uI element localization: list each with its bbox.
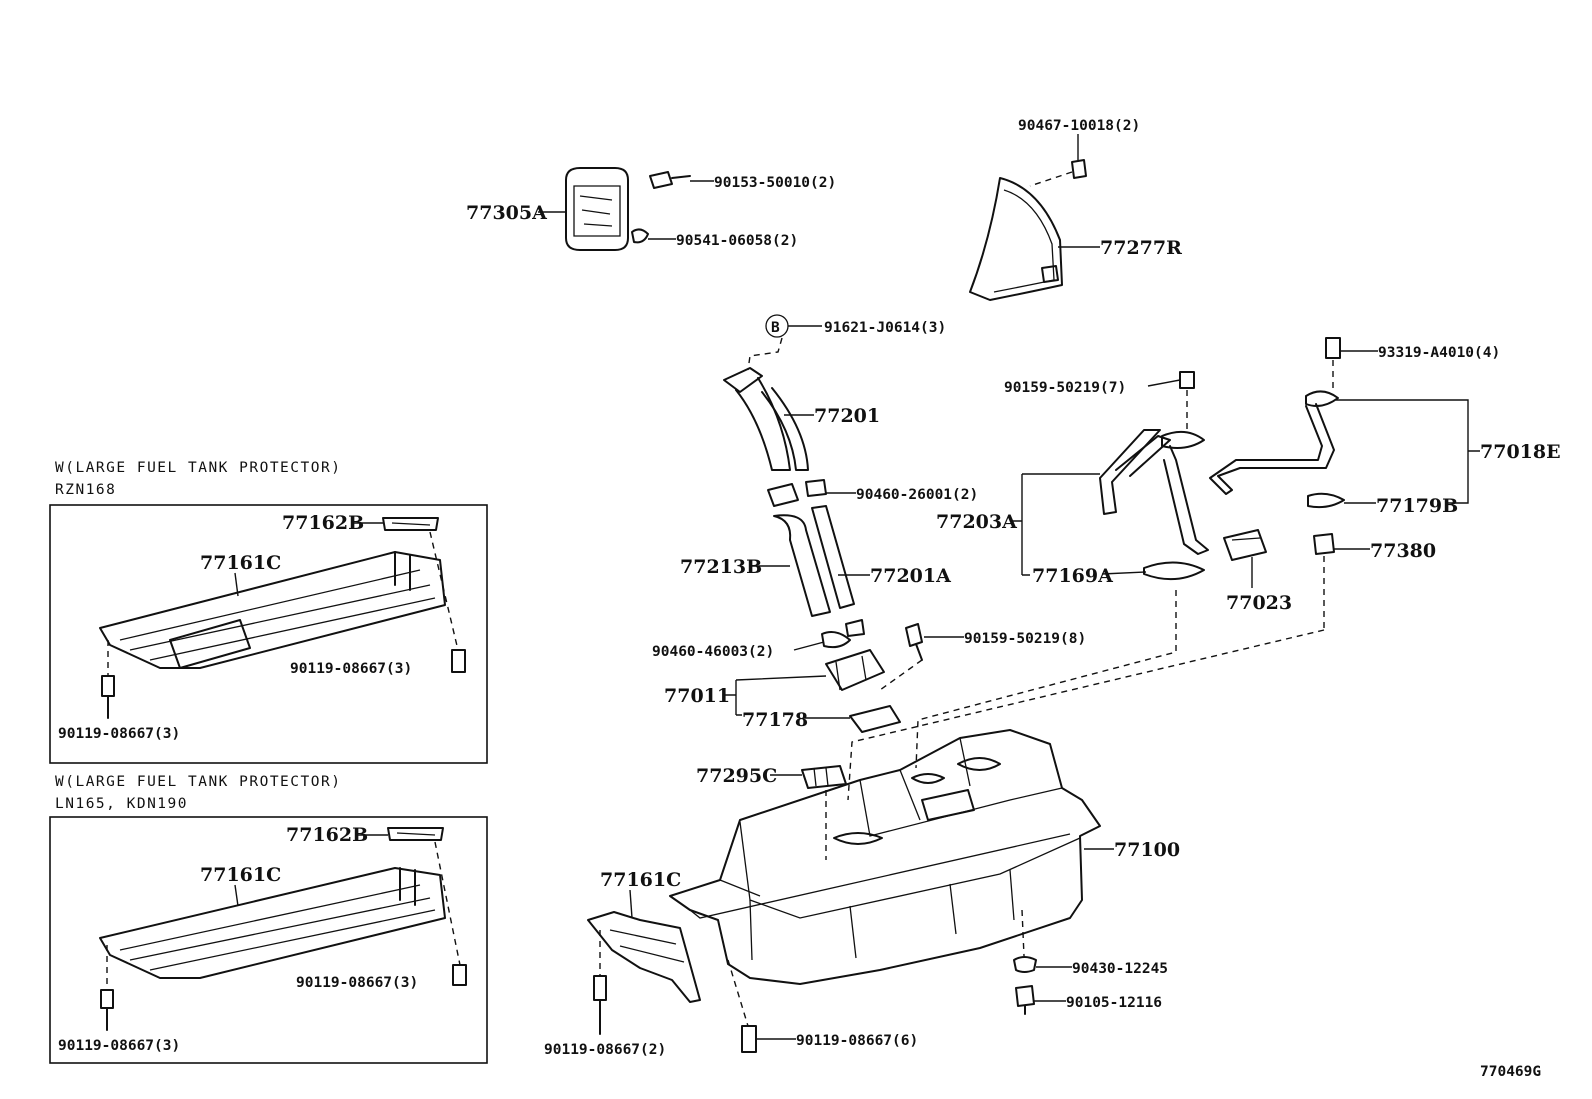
inset-bottom-box — [49, 816, 488, 1064]
inset-bottom-label-90119-left: 90119-08667(3) — [58, 1038, 180, 1054]
inset-top-note-line1: W(LARGE FUEL TANK PROTECTOR) — [55, 460, 341, 476]
fuel-filler-door-drawing — [565, 167, 691, 251]
tank-protector-drawing — [587, 911, 757, 1053]
label-90119-08667-6: 90119-08667(6) — [796, 1033, 918, 1049]
label-77201A: 77201A — [870, 565, 951, 587]
label-77100: 77100 — [1114, 839, 1180, 861]
fuel-sender-drawing — [1099, 371, 1267, 581]
figure-id: 770469G — [1480, 1064, 1541, 1080]
label-77295C: 77295C — [696, 765, 777, 787]
inset-top-box — [49, 504, 488, 764]
fuel-return-tube-drawing — [1209, 337, 1345, 630]
inset-bottom-label-77162B: 77162B — [286, 824, 368, 846]
inset-bottom-note-line2: LN165, KDN190 — [55, 796, 188, 812]
inset-bottom-label-77161C: 77161C — [200, 864, 281, 886]
label-77201: 77201 — [814, 405, 880, 427]
label-77380: 77380 — [1370, 540, 1436, 562]
label-77277R: 77277R — [1100, 237, 1182, 259]
label-90460-46003: 90460-46003(2) — [652, 644, 774, 660]
label-circle-b: B — [771, 320, 780, 336]
inset-bottom-note-line1: W(LARGE FUEL TANK PROTECTOR) — [55, 774, 341, 790]
label-90119-08667-2: 90119-08667(2) — [544, 1042, 666, 1058]
label-90467-10018: 90467-10018(2) — [1018, 118, 1140, 134]
inset-top-protector-drawing — [99, 517, 466, 719]
label-77305A: 77305A — [466, 202, 547, 224]
label-77203A: 77203A — [936, 511, 1017, 533]
tank-clamp-drawing — [801, 765, 847, 860]
label-77178: 77178 — [742, 709, 808, 731]
label-90430-12245: 90430-12245 — [1072, 961, 1168, 977]
label-77169A: 77169A — [1032, 565, 1113, 587]
label-93319-A4010: 93319-A4010(4) — [1378, 345, 1500, 361]
inset-bottom-label-90119-right: 90119-08667(3) — [296, 975, 418, 991]
fuel-tank-drawing — [669, 729, 1101, 985]
label-77179B: 77179B — [1376, 495, 1458, 517]
inset-bottom-protector-drawing — [99, 827, 467, 1031]
label-77011: 77011 — [664, 685, 730, 707]
inset-top-label-90119-right: 90119-08667(3) — [290, 661, 412, 677]
label-90460-26001: 90460-26001(2) — [856, 487, 978, 503]
label-77213B: 77213B — [680, 556, 762, 578]
label-77161C-main: 77161C — [600, 869, 681, 891]
label-90105-12116: 90105-12116 — [1066, 995, 1162, 1011]
drain-plug-drawing — [1013, 909, 1037, 1015]
inset-top-label-77161C: 77161C — [200, 552, 281, 574]
splash-shield-drawing — [969, 159, 1087, 301]
label-77023: 77023 — [1226, 592, 1292, 614]
label-90541-06058: 90541-06058(2) — [676, 233, 798, 249]
label-77018E: 77018E — [1480, 441, 1561, 463]
label-90159-50219-8: 90159-50219(8) — [964, 631, 1086, 647]
inset-top-label-90119-left: 90119-08667(3) — [58, 726, 180, 742]
inset-top-note-line2: RZN168 — [55, 482, 116, 498]
inset-top-label-77162B: 77162B — [282, 512, 364, 534]
label-90153-50010: 90153-50010(2) — [714, 175, 836, 191]
label-90159-50219-7: 90159-50219(7) — [1004, 380, 1126, 396]
label-91621-J0614: 91621-J0614(3) — [824, 320, 946, 336]
